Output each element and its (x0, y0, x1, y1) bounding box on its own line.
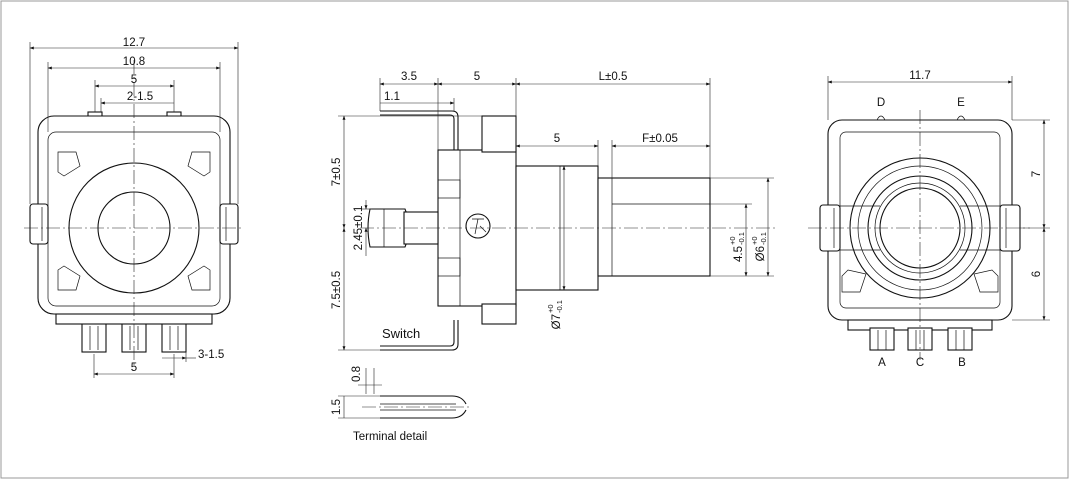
dim-shaft-diameter-tol-upper: +0 (750, 236, 759, 245)
dim-flat-diameter: 4.5 (733, 246, 745, 262)
dim-lower-height: 7.5±0.5 (331, 271, 343, 309)
dim-terminal-offset: 3.5 (401, 71, 417, 83)
dim-shaft-length: L±0.5 (599, 71, 628, 83)
dim-pin-pitch-top: 2-1.5 (127, 91, 153, 103)
dim-bushing-diameter: Ø7 (551, 314, 563, 329)
dim-terminal-gap: 1.1 (384, 91, 400, 103)
dim-shaft-diameter-tol-lower: -0.1 (759, 232, 768, 245)
front-ear-right (219, 203, 239, 245)
side-shaft (597, 177, 711, 277)
dim-bushing-diameter-tol-lower: -0.1 (555, 300, 564, 313)
dim-pin-span-bottom: 5 (131, 362, 137, 374)
dim-rear-upper-height: 7 (1031, 171, 1043, 177)
dim-terminal-thickness: 0.8 (351, 366, 363, 382)
dim-flat-diameter-tol-lower: -0.1 (737, 232, 746, 245)
front-dimensions: 12.7 10.8 5 2-1.5 5 3-1.5 (29, 37, 239, 378)
dim-upper-height: 7±0.5 (331, 158, 343, 187)
pin-label-c: C (916, 357, 924, 369)
dim-body-width: 10.8 (123, 56, 145, 68)
terminal-detail-label: Terminal detail (353, 431, 427, 443)
side-upper-terminal (380, 110, 459, 150)
side-view: 3.5 5 L±0.5 1.1 5 F±0.05 7±0.5 7.5±0.5 (331, 71, 775, 351)
pin-label-e: E (957, 97, 965, 109)
side-dimensions: 3.5 5 L±0.5 1.1 5 F±0.05 7±0.5 7.5±0.5 (331, 71, 774, 351)
dim-terminal-width: 1.5 (331, 399, 343, 415)
side-lower-terminal (380, 320, 459, 351)
dim-bushing-diameter-tol-upper: +0 (546, 304, 555, 313)
side-logo-mark (465, 213, 491, 239)
dim-flat-diameter-tol-upper: +0 (728, 236, 737, 245)
pin-label-a: A (878, 357, 886, 369)
front-ear-left (29, 203, 49, 245)
dim-pin-span-top: 5 (131, 74, 137, 86)
switch-label: Switch (382, 326, 420, 341)
rear-dimensions: 11.7 7 6 (827, 70, 1050, 321)
dim-overall-width: 12.7 (123, 37, 145, 49)
dim-flat-length: F±0.05 (642, 133, 678, 145)
rear-view: D E A C B 11.7 7 6 (808, 70, 1050, 369)
pin-label-b: B (958, 357, 966, 369)
front-corner-slots (57, 151, 211, 291)
terminal-detail: 0.8 1.5 Terminal detail (331, 366, 470, 443)
front-view: 12.7 10.8 5 2-1.5 5 3-1.5 (24, 37, 244, 378)
dim-pin-pitch-bottom: 3-1.5 (198, 349, 224, 361)
dim-center-offset: 2.45±0.1 (353, 206, 365, 251)
dim-shaft-diameter: Ø6 (755, 246, 767, 261)
pin-label-d: D (877, 97, 885, 109)
dim-rear-lower-height: 6 (1031, 271, 1043, 277)
dim-rear-width: 11.7 (909, 70, 931, 82)
dim-shaft-step: 5 (554, 133, 560, 145)
dim-bushing-length: 5 (474, 71, 480, 83)
